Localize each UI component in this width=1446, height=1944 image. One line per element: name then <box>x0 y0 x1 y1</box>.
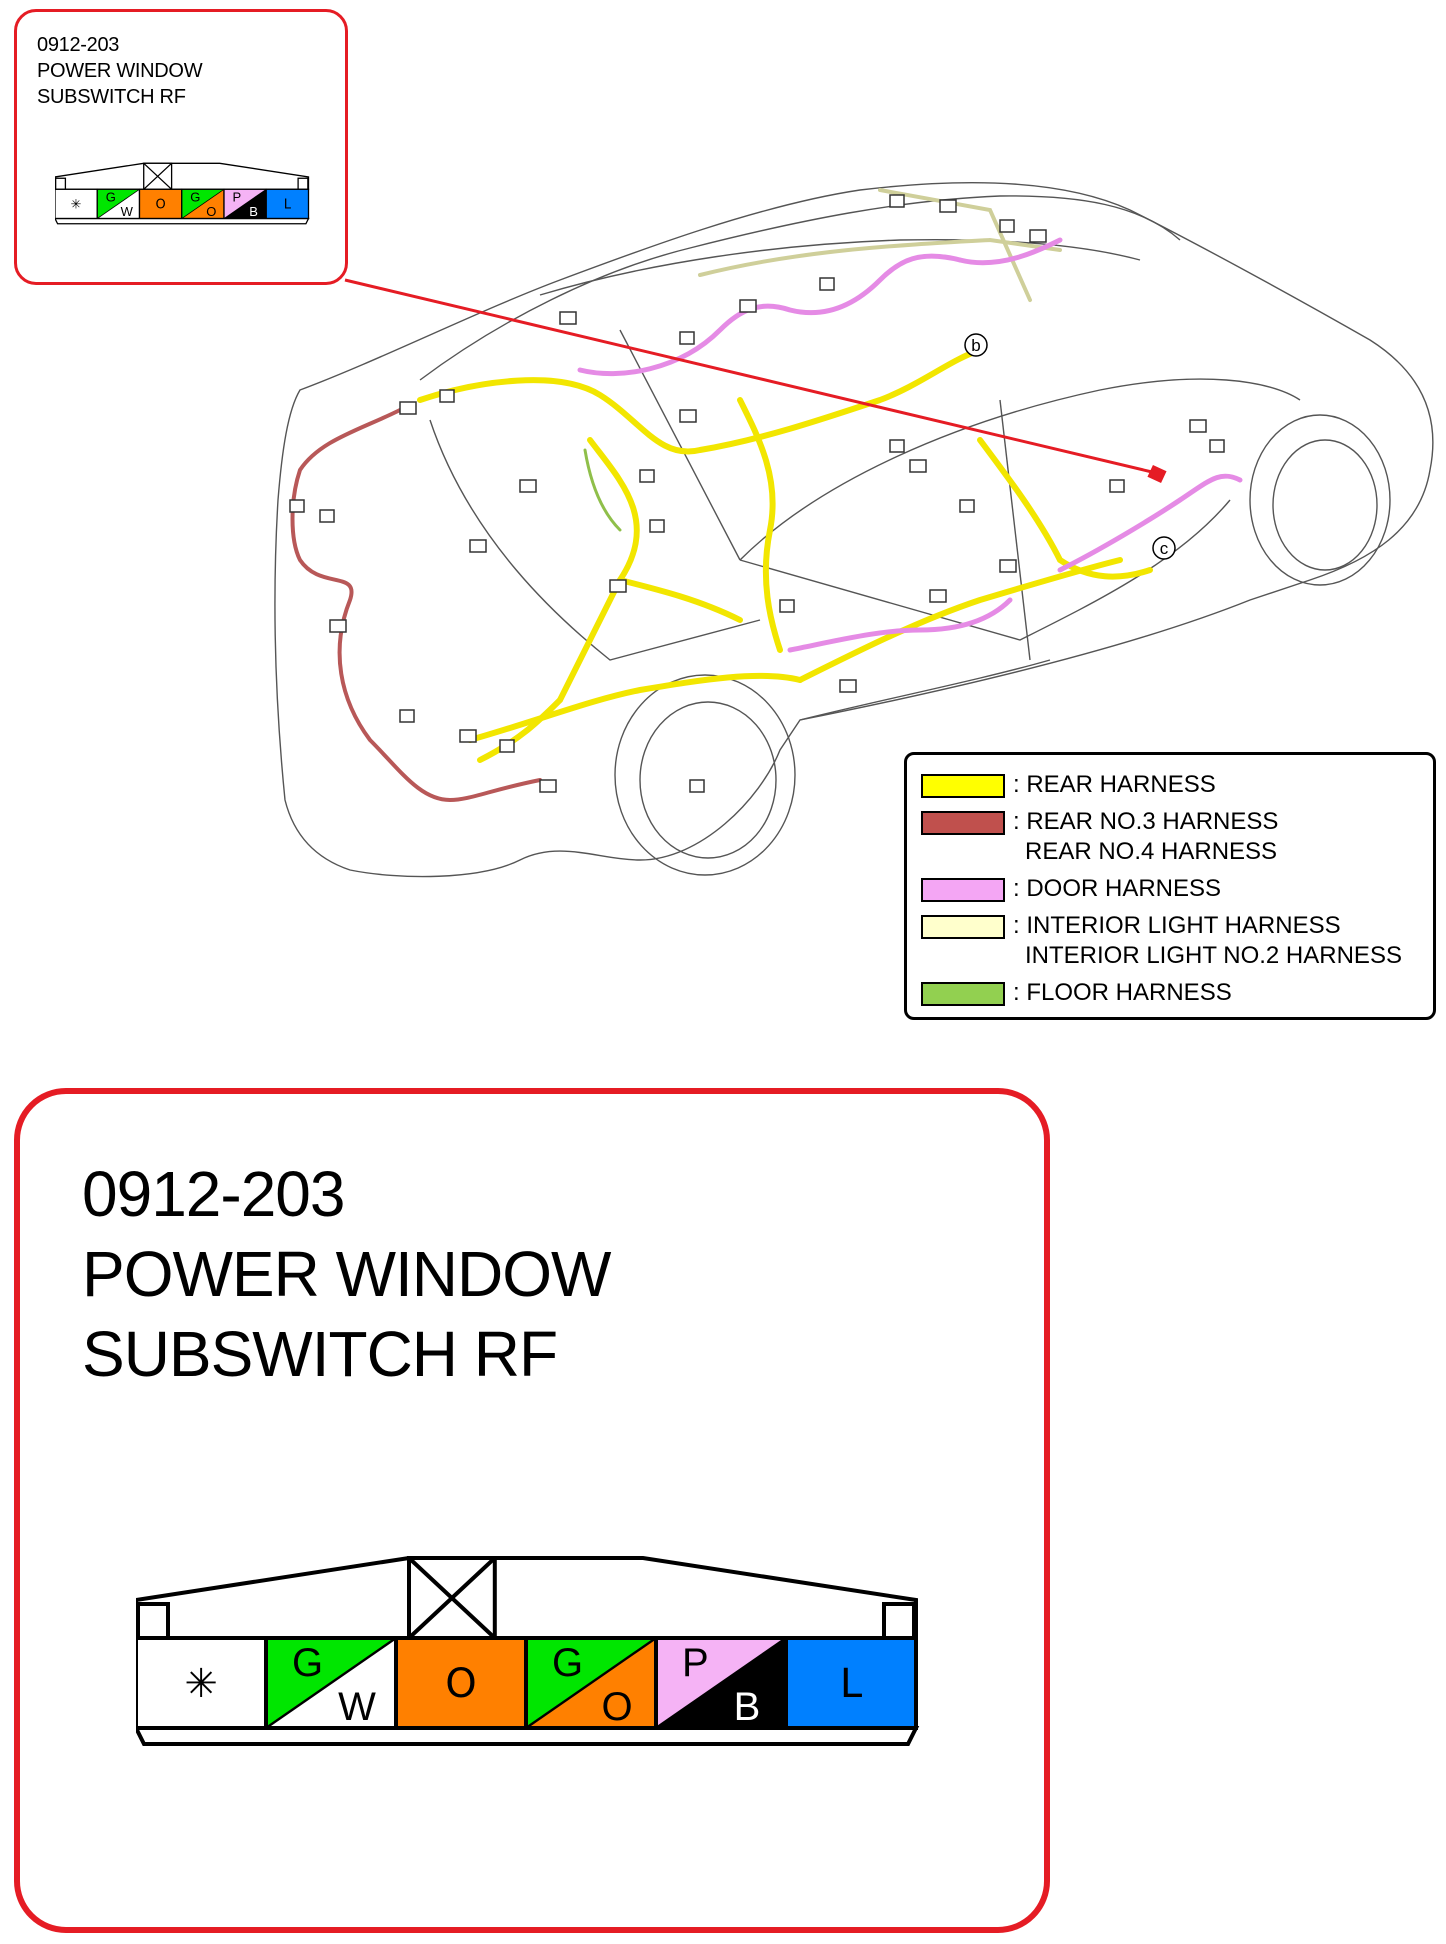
large-pin-1-label: ✳ <box>184 1661 218 1707</box>
interior-light-harness-wires <box>698 188 1062 302</box>
large-connector-pin-2: GW <box>264 1636 398 1730</box>
small-pin-1-label: ✳ <box>71 197 82 212</box>
small-pin-5-bottom-label: B <box>249 204 258 219</box>
small-callout-title: 0912-203 POWER WINDOW SUBSWITCH RF <box>37 32 203 110</box>
large-pin-5-bottom-label: B <box>734 1685 761 1729</box>
large-connector-housing <box>136 1556 918 1640</box>
small-pin-3-label: O <box>156 197 166 212</box>
harness-legend: : REAR HARNESS : REAR NO.3 HARNESS REAR … <box>904 752 1436 1020</box>
legend-swatch-floor <box>921 982 1005 1006</box>
legend-swatch-interior-light <box>921 915 1005 939</box>
large-pin-6-label: L <box>840 1661 863 1707</box>
large-callout-title: 0912-203 POWER WINDOW SUBSWITCH RF <box>82 1154 611 1394</box>
large-connector-pin-5: PB <box>654 1636 788 1730</box>
car-harness-diagram: b c <box>274 181 1434 878</box>
large-connector-pin-3: O <box>394 1636 528 1730</box>
rear-harness-wires <box>417 347 1153 763</box>
large-connector-latch-cross <box>407 1556 497 1640</box>
small-connector-tab-left <box>55 177 67 190</box>
legend-label-rear-no4: REAR NO.4 HARNESS <box>1025 838 1278 865</box>
small-connector-name-line1: POWER WINDOW <box>37 60 203 82</box>
legend-item-interior-light-harness: : INTERIOR LIGHT HARNESS INTERIOR LIGHT … <box>921 911 1402 971</box>
legend-label-rear-no3: : REAR NO.3 HARNESS <box>1013 808 1279 835</box>
small-connector-pin-3: O <box>138 188 183 220</box>
large-connector-code: 0912-203 <box>82 1158 345 1230</box>
large-pin-2-bottom-label: W <box>338 1685 376 1729</box>
small-pin-5-top-label: P <box>232 190 241 205</box>
large-pin-5-top-label: P <box>682 1641 709 1685</box>
door-harness-wires <box>577 237 1243 653</box>
target-connector-marker[interactable] <box>1147 464 1167 484</box>
small-connector-housing <box>55 162 310 190</box>
legend-label-floor: : FLOOR HARNESS <box>1013 979 1232 1006</box>
rear-wheel <box>1249 414 1391 586</box>
large-pin-4-bottom-label: O <box>601 1685 632 1729</box>
small-pin-4-bottom-label: O <box>206 204 216 219</box>
small-connector-pin-2: GW <box>96 188 141 220</box>
legend-item-floor-harness: : FLOOR HARNESS <box>921 978 1232 1008</box>
small-connector-code: 0912-203 <box>37 34 120 56</box>
harness-connectors <box>289 194 1225 793</box>
large-connector-pin-4: GO <box>524 1636 658 1730</box>
legend-label-rear: : REAR HARNESS <box>1013 771 1216 798</box>
legend-swatch-rear-no3 <box>921 811 1005 835</box>
car-body-outline <box>274 181 1434 878</box>
marker-c: c <box>1152 536 1176 560</box>
small-connector-latch-cross <box>143 162 173 190</box>
legend-swatch-rear <box>921 774 1005 798</box>
large-pin-2-top-label: G <box>292 1641 323 1685</box>
callout-leader-line <box>344 278 1153 474</box>
legend-label-interior-light-no2: INTERIOR LIGHT NO.2 HARNESS <box>1025 942 1402 969</box>
large-pin-4-top-label: G <box>552 1641 583 1685</box>
large-connector-tab-left <box>136 1602 170 1640</box>
small-connector-name-line2: SUBSWITCH RF <box>37 86 186 108</box>
small-connector-pin-6: L <box>265 188 310 220</box>
large-connector-tab-right <box>882 1602 916 1640</box>
legend-swatch-door <box>921 878 1005 902</box>
small-connector-base <box>55 217 310 225</box>
rear-no3-harness-wires <box>290 408 542 803</box>
large-connector-base <box>136 1726 920 1746</box>
legend-label-door: : DOOR HARNESS <box>1013 875 1222 902</box>
large-connector-pin-6: L <box>784 1636 918 1730</box>
legend-item-door-harness: : DOOR HARNESS <box>921 874 1221 904</box>
marker-b-label: b <box>971 336 980 355</box>
small-connector-pin-5: PB <box>223 188 267 220</box>
large-connector-name-line2: SUBSWITCH RF <box>82 1318 558 1390</box>
small-pin-2-top-label: G <box>106 190 116 205</box>
front-wheel <box>614 674 796 876</box>
floor-harness-wires <box>583 448 622 532</box>
large-connector-name-line1: POWER WINDOW <box>82 1238 611 1310</box>
small-connector-pin-1: ✳ <box>55 188 98 220</box>
large-pin-3-label: O <box>445 1661 476 1707</box>
marker-c-label: c <box>1160 539 1169 558</box>
small-pin-6-label: L <box>284 197 292 212</box>
small-pin-2-bottom-label: W <box>121 204 134 219</box>
marker-b: b <box>964 333 988 357</box>
small-connector-pin-4: GO <box>181 188 225 220</box>
small-pin-4-top-label: G <box>190 190 200 205</box>
legend-item-rear-harness: : REAR HARNESS <box>921 770 1216 800</box>
legend-label-interior-light: : INTERIOR LIGHT HARNESS <box>1013 912 1341 939</box>
small-connector-tab-right <box>297 177 309 190</box>
legend-item-rear-no3-harness: : REAR NO.3 HARNESS REAR NO.4 HARNESS <box>921 807 1278 867</box>
large-connector-pin-1: ✳ <box>136 1636 268 1730</box>
